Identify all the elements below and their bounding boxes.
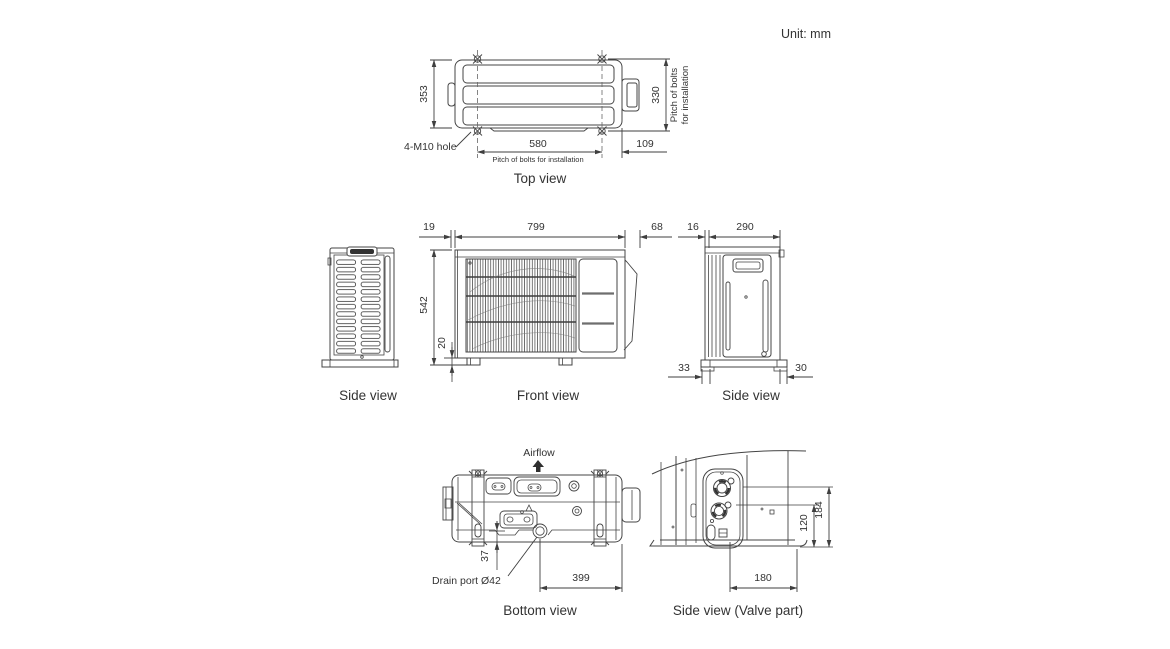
bottom-drain-edge-dim: 37 [479, 550, 491, 562]
valve-view-body [649, 450, 808, 549]
side-view-right-caption: Side view [722, 388, 780, 403]
front-view-dimensions [419, 230, 672, 382]
front-valve-cover-dim: 68 [651, 221, 663, 233]
bottom-interior-details [455, 476, 620, 539]
airflow-arrow-icon [532, 460, 544, 472]
drain-port-label: Drain port Ø42 [432, 575, 501, 587]
top-height-dim: 353 [418, 85, 430, 103]
front-view-body [454, 249, 638, 366]
side-view-left-caption: Side view [339, 388, 397, 403]
pitch-bolts-vertical-label-2: for installation [680, 66, 691, 125]
front-view-caption: Front view [517, 388, 580, 403]
side-right-depth-dim: 290 [736, 221, 754, 233]
top-bolt-pitch-v-dim: 330 [650, 86, 662, 104]
top-view-dimensions [430, 58, 670, 158]
front-left-offset-dim: 19 [423, 221, 435, 233]
front-view: 19 799 68 542 20 Front view [418, 221, 672, 403]
airflow-label: Airflow [523, 447, 555, 459]
pitch-bolts-vertical-label-1: Pitch of bolts [669, 68, 680, 123]
bolt-hole-icon [472, 54, 607, 136]
top-view-body [447, 59, 640, 132]
side-view-right-dimensions [668, 230, 813, 384]
top-view: 353 330 Pitch of bolts for installation … [404, 50, 691, 186]
pitch-bolts-horizontal-label: Pitch of bolts for installation [492, 155, 583, 164]
top-right-offset-dim: 109 [636, 138, 654, 150]
front-width-dim: 799 [527, 221, 545, 233]
bottom-view: Airflow 37 Drain port Ø42 399 Bottom vie… [432, 447, 641, 618]
valve-view: 120 184 180 Side view (Valve part) [649, 450, 833, 618]
service-valve-lower-icon [710, 501, 732, 520]
top-view-caption: Top view [514, 171, 567, 186]
service-valve-upper-icon [713, 477, 735, 497]
top-bolt-pitch-h-dim: 580 [529, 138, 547, 150]
bottom-foot-strips [468, 469, 610, 547]
valve-view-caption: Side view (Valve part) [673, 603, 803, 618]
front-foot-height-dim: 20 [436, 337, 448, 349]
valve-view-dimensions [729, 486, 833, 592]
bottom-view-body [442, 469, 641, 547]
side-right-foot-right-dim: 30 [795, 362, 807, 374]
top-view-centerlines [477, 50, 603, 158]
side-view-right-body [700, 246, 788, 372]
side-right-foot-left-dim: 33 [678, 362, 690, 374]
unit-note: Unit: mm [781, 27, 831, 41]
m10-hole-label: 4-M10 hole [404, 141, 457, 153]
valve-liquid-height-dim: 184 [813, 501, 825, 519]
bottom-view-caption: Bottom view [503, 603, 577, 618]
bottom-drain-pitch-dim: 399 [572, 572, 590, 584]
side-right-grille-offset-dim: 16 [687, 221, 699, 233]
bottom-view-dimensions [489, 521, 623, 592]
valve-offset-dim: 180 [754, 572, 772, 584]
side-view-left: Side view [321, 246, 399, 403]
valve-gas-height-dim: 120 [798, 514, 810, 532]
front-height-dim: 542 [418, 296, 430, 314]
side-view-right: 16 290 33 30 Side view [668, 221, 813, 403]
